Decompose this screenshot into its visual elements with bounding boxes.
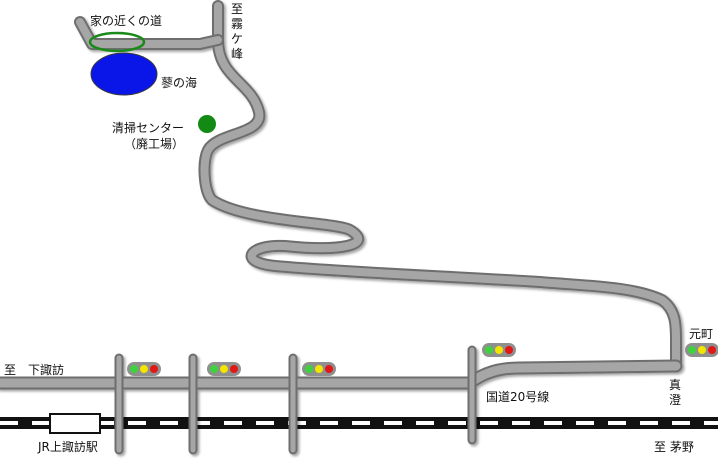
label-motomachi: 元町 bbox=[689, 327, 714, 341]
label-lake: 蓼の海 bbox=[161, 76, 198, 90]
mountain-road bbox=[198, 0, 682, 372]
traffic-signal-icon bbox=[207, 362, 241, 376]
facility-marker-icon bbox=[198, 115, 216, 133]
traffic-signal-icon bbox=[127, 362, 161, 376]
label-home-road: 家の近くの道 bbox=[90, 14, 163, 28]
station-icon bbox=[49, 413, 101, 434]
label-shimosuwa: 至 下諏訪 bbox=[4, 363, 65, 377]
label-kirigamine: 至 霧ケ峰 bbox=[230, 2, 256, 61]
traffic-signal-icon bbox=[482, 343, 516, 357]
label-route-20: 国道20号線 bbox=[486, 390, 550, 404]
cross-streets bbox=[114, 345, 477, 455]
label-cleaning-center-sub: （廃工場） bbox=[124, 137, 185, 151]
traffic-signal-icon bbox=[685, 343, 718, 357]
home-road-highlight-ring bbox=[88, 31, 146, 53]
label-jr-station: JR上諏訪駅 bbox=[38, 440, 98, 454]
label-chino: 至 茅野 bbox=[654, 440, 694, 454]
traffic-signal-icon bbox=[302, 362, 336, 376]
label-masumi: 真澄 bbox=[668, 378, 681, 407]
label-cleaning-center: 清掃センター bbox=[112, 121, 185, 135]
lake bbox=[90, 52, 158, 96]
